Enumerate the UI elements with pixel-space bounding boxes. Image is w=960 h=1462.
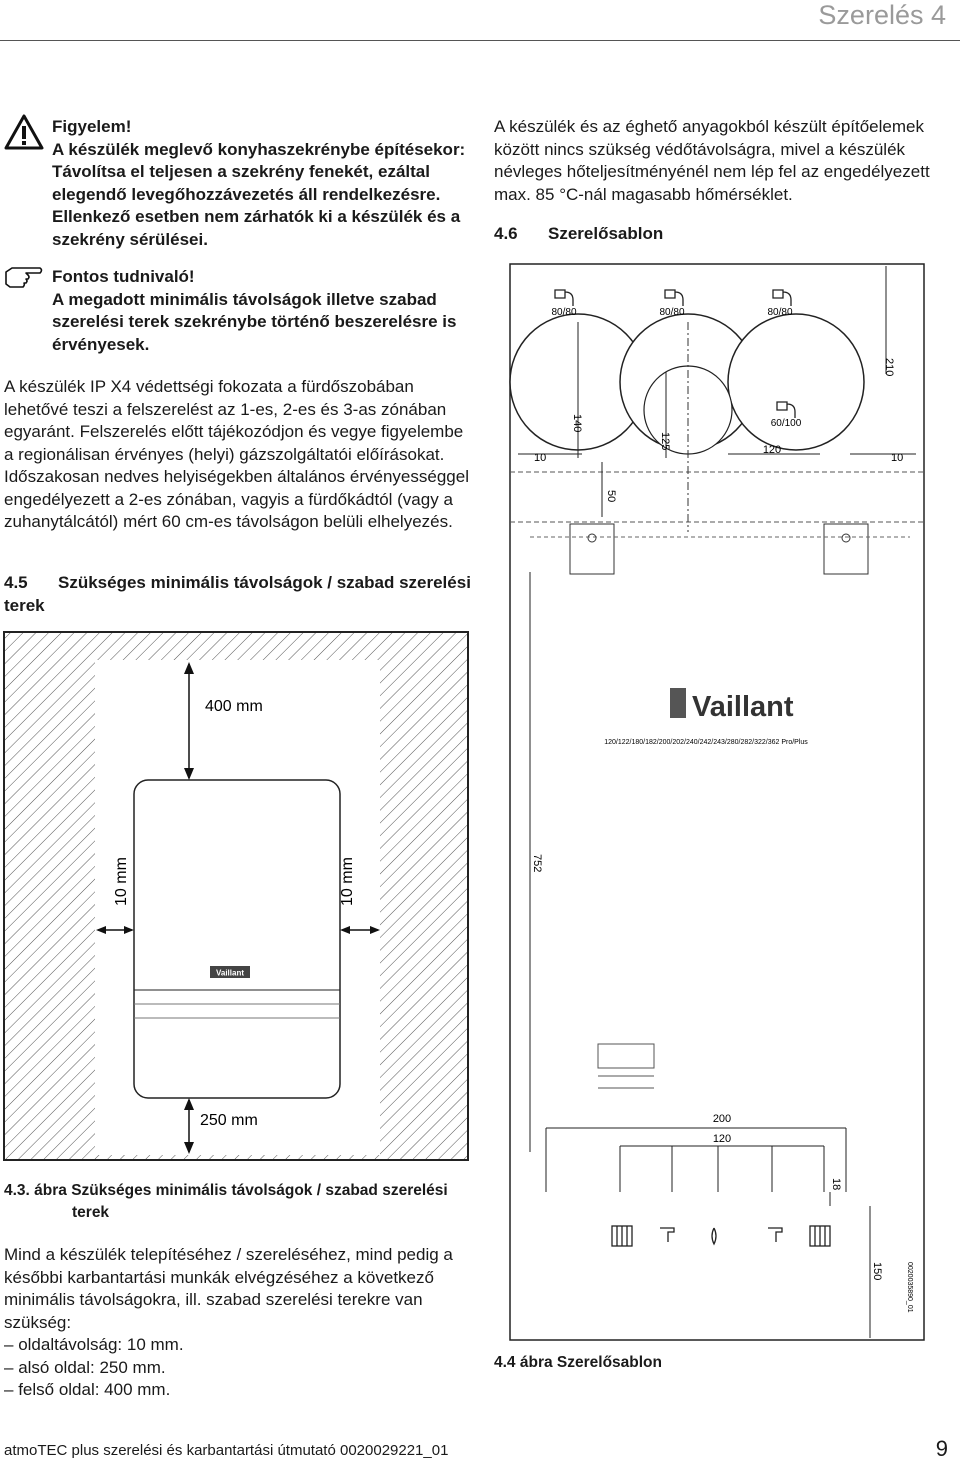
pointing-hand-icon xyxy=(5,267,43,288)
flue-label: 80/80 xyxy=(551,307,576,318)
caption-line-1: Szükséges minimális távolságok / szabad … xyxy=(71,1182,448,1199)
list-item: oldaltávolság: 10 mm. xyxy=(4,1334,474,1357)
model-list: 120/122/180/182/200/202/240/242/243/280/… xyxy=(604,739,808,746)
flue-label: 80/80 xyxy=(659,307,684,318)
elbow-icon xyxy=(554,289,796,418)
arrowhead xyxy=(184,1142,194,1154)
warning-heading: Figyelem! xyxy=(52,117,132,136)
figure-4-4-template: 80/80 80/80 80/80 60/100 140 125 10 120 … xyxy=(509,263,925,1341)
requirements-text: Mind a készülék telepítéséhez / szerelés… xyxy=(4,1244,474,1402)
dim-label-50: 50 xyxy=(605,490,617,502)
arrowhead xyxy=(96,926,106,934)
dim-label-200: 200 xyxy=(713,1113,731,1125)
dim-label-120: 120 xyxy=(763,444,781,456)
flue-label: 80/80 xyxy=(767,307,792,318)
body-paragraph: A készülék IP X4 védettségi fokozata a f… xyxy=(4,377,469,531)
page-number: 9 xyxy=(935,1436,948,1461)
section-number: 4.6 xyxy=(494,224,518,243)
dim-label-18: 18 xyxy=(830,1178,842,1190)
footer-doc-title: atmoTEC plus szerelési és karbantartási … xyxy=(4,1442,449,1459)
dim-label-right: 10 mm xyxy=(339,857,356,906)
connection-template-detail xyxy=(597,1043,655,1089)
caption-number: 4.3. ábra xyxy=(4,1182,67,1199)
arrowhead xyxy=(184,662,194,674)
boiler-badge-text: Vaillant xyxy=(216,969,244,978)
dim-label-10-right: 10 xyxy=(891,452,903,464)
dim-label-bottom: 250 mm xyxy=(200,1112,258,1129)
dim-label-120b: 120 xyxy=(713,1133,731,1145)
figure-4-3-caption: 4.3. ábra Szükséges minimális távolságok… xyxy=(4,1180,474,1224)
connection-marks xyxy=(545,1128,847,1192)
section-number: 4.5 xyxy=(4,573,28,592)
warning-triangle-icon xyxy=(4,114,44,150)
arrowhead xyxy=(184,768,194,780)
section-4-6-heading: 4.6 Szerelősablon xyxy=(494,224,663,244)
caption-line-2: terek xyxy=(72,1204,110,1221)
section-title: Szerelősablon xyxy=(548,224,664,243)
flue-label-small: 60/100 xyxy=(771,418,802,429)
arrowhead xyxy=(124,926,134,934)
dim-label-left: 10 mm xyxy=(113,857,130,906)
warning-text: A készülék meglevő konyhaszekrénybe épít… xyxy=(52,139,466,249)
list-item: felső oldal: 400 mm. xyxy=(4,1379,474,1402)
dim-label-150: 150 xyxy=(871,1262,883,1280)
arrowhead xyxy=(184,1098,194,1110)
dim-label-125: 125 xyxy=(659,432,671,450)
note-block: Fontos tudnivaló! A megadott minimális t… xyxy=(52,266,472,356)
arrowhead xyxy=(370,926,380,934)
warning-block: Figyelem! A készülék meglevő konyhaszekr… xyxy=(52,116,472,251)
dim-label-210: 210 xyxy=(883,358,895,376)
note-text: A megadott minimális távolságok illetve … xyxy=(52,289,457,354)
dim-label-10-left: 10 xyxy=(534,452,546,464)
dim-label-top: 400 mm xyxy=(205,698,263,715)
doc-number: 0020035890_01 xyxy=(906,1262,913,1313)
boiler-badge xyxy=(210,966,250,978)
page-header-title: Szerelés 4 xyxy=(818,0,946,30)
figure-4-4-caption: 4.4 ábra Szerelősablon xyxy=(494,1354,662,1371)
brand-name: Vaillant xyxy=(692,691,794,723)
requirements-list: oldaltávolság: 10 mm. alsó oldal: 250 mm… xyxy=(4,1334,474,1402)
dim-label-140: 140 xyxy=(571,414,583,432)
arrowhead xyxy=(340,926,350,934)
brand-logo-mark xyxy=(670,688,686,718)
connection-icons xyxy=(611,1225,831,1247)
dim-label-752: 752 xyxy=(531,854,543,872)
right-paragraph: A készülék és az éghető anyagokból készü… xyxy=(494,117,930,204)
section-title: Szükséges minimális távolságok / szabad … xyxy=(4,573,471,615)
list-item: alsó oldal: 250 mm. xyxy=(4,1357,474,1380)
requirements-intro: Mind a készülék telepítéséhez / szerelés… xyxy=(4,1245,453,1332)
header-bar xyxy=(0,0,960,41)
figure-4-3-clearances: Vaillant 400 mm 10 mm 10 mm 250 mm xyxy=(3,631,469,1161)
note-heading: Fontos tudnivaló! xyxy=(52,267,195,286)
mounting-bracket xyxy=(530,523,910,575)
boiler-outline xyxy=(133,779,341,1099)
flue-circle xyxy=(727,313,865,451)
